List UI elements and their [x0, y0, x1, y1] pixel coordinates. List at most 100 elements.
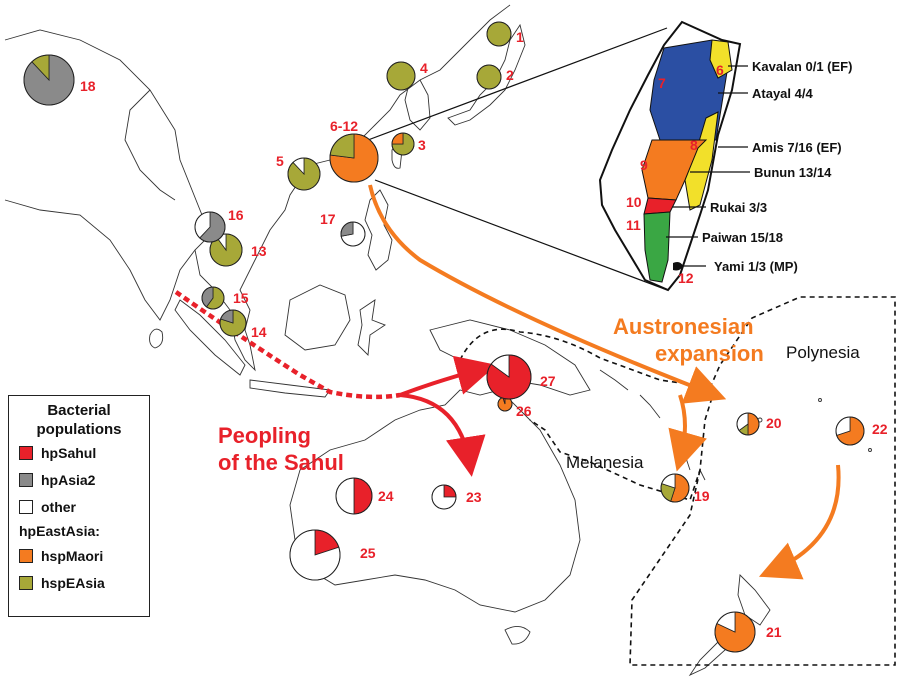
austro-arrow-main	[368, 184, 727, 404]
sahul-routes	[174, 290, 497, 477]
coastal-route-dotted	[174, 290, 401, 400]
pie-outline-5	[287, 157, 321, 191]
tw-num-10: 10	[626, 194, 642, 210]
pie-site-5	[287, 157, 321, 191]
site-label-26: 26	[516, 403, 532, 419]
tw-label-atayal: Atayal 4/4	[752, 86, 813, 101]
site-labels: 1 2 3 4 5 6-12 13 14 15 16 17 18 19 20 2…	[80, 29, 888, 640]
pie-site-14	[219, 309, 247, 337]
pie-outline-3	[391, 132, 415, 156]
pie-slice-24-hpSahul	[353, 477, 373, 515]
pie-outline-15	[201, 286, 225, 310]
tw-label-bunun: Bunun 13/14	[754, 165, 832, 180]
pie-outline-16	[194, 211, 226, 243]
pie-slice-20-hspMaori	[747, 412, 760, 436]
polynesia-label: Polynesia	[786, 343, 860, 362]
pie-site-23	[431, 484, 457, 510]
austro-title-line2: expansion	[655, 341, 764, 366]
tw-label-yami: Yami 1/3 (MP)	[714, 259, 798, 274]
site-label-13: 13	[251, 243, 267, 259]
pie-outline-14	[219, 309, 247, 337]
pie-outline-17	[340, 221, 366, 247]
site-label-22: 22	[872, 421, 888, 437]
sahul-title-line1: Peopling	[218, 423, 311, 448]
sulawesi-coastline	[357, 299, 386, 356]
pie-outline-20	[736, 412, 760, 436]
australia-coastline	[289, 389, 581, 613]
melanesia-boundary	[459, 328, 717, 501]
tw-label-rukai: Rukai 3/3	[710, 200, 767, 215]
pie-outline-27	[486, 354, 532, 400]
pie-outline-13	[209, 233, 243, 267]
pie-site-24	[335, 477, 373, 515]
tw-label-kavalan: Kavalan 0/1 (EF)	[752, 59, 852, 74]
legend-label-hspmaori: hspMaori	[41, 547, 104, 564]
pie-site-22	[835, 416, 865, 446]
region-yami	[673, 262, 683, 271]
legend-swatch-other	[19, 499, 33, 514]
pie-outline-4	[386, 61, 416, 91]
site-label-1: 1	[516, 29, 524, 45]
pie-site-27	[486, 354, 532, 400]
legend-item-hspeasia: hspEAsia	[19, 569, 149, 596]
tw-label-amis: Amis 7/16 (EF)	[752, 140, 842, 155]
pie-outline-21	[714, 611, 756, 653]
site-label-6-12: 6-12	[330, 118, 358, 134]
legend-swatch-hspmaori	[19, 548, 33, 563]
site-label-14: 14	[251, 324, 267, 340]
tw-label-paiwan: Paiwan 15/18	[702, 230, 783, 245]
tw-num-6: 6	[716, 62, 724, 78]
pie-site-19	[660, 473, 690, 503]
india-coastline	[4, 199, 196, 321]
taiwan-inset: 6 7 8 9 10 11 12 Kavalan 0/1 (EF) Atayal…	[367, 20, 852, 292]
pie-outline-1	[486, 21, 512, 47]
pie-site-16	[194, 211, 226, 243]
austro-arrow-nz	[758, 464, 841, 580]
pie-outline-24	[335, 477, 373, 515]
legend-label-hpasia2: hpAsia2	[41, 471, 96, 488]
site-label-5: 5	[276, 153, 284, 169]
site-label-23: 23	[466, 489, 482, 505]
pie-site-6-12	[329, 133, 379, 183]
sahul-title-line2: of the Sahul	[218, 450, 344, 475]
legend-group-label: hpEastAsia:	[19, 523, 100, 539]
site-label-3: 3	[418, 137, 426, 153]
pie-site-2	[476, 64, 502, 90]
site-label-4: 4	[420, 60, 428, 76]
sahul-arrow-australia	[399, 393, 486, 477]
legend-swatch-hspeasia	[19, 575, 33, 590]
austro-arrow-melanesia	[668, 394, 707, 472]
philippines-coastline	[364, 189, 393, 271]
korea-coastline	[404, 79, 431, 131]
pie-outline-23	[431, 484, 457, 510]
tw-num-11: 11	[626, 217, 641, 233]
legend-item-other: other	[19, 493, 149, 520]
legend-title: Bacterial populations	[36, 402, 122, 438]
pie-outline-19	[660, 473, 690, 503]
pie-outline-18	[23, 54, 75, 106]
pie-site-21	[714, 611, 756, 653]
sahul-arrow-png	[399, 355, 497, 397]
site-label-18: 18	[80, 78, 96, 94]
legend-label-hpsahul: hpSahul	[41, 444, 97, 461]
new-zealand-coastline	[737, 574, 771, 626]
site-label-25: 25	[360, 545, 376, 561]
legend-label-hspeasia: hspEAsia	[41, 574, 105, 591]
pie-site-25	[289, 529, 341, 581]
site-label-21: 21	[766, 624, 782, 640]
tw-num-8: 8	[690, 137, 698, 153]
austronesian-routes	[368, 184, 841, 580]
legend-item-hspmaori: hspMaori	[19, 542, 149, 569]
asia-coastline	[4, 4, 511, 332]
pie-site-17	[340, 221, 366, 247]
pie-site-15	[201, 286, 225, 310]
site-label-19: 19	[694, 488, 710, 504]
legend: Bacterial populations hpSahul hpAsia2 ot…	[8, 395, 150, 617]
site-label-16: 16	[228, 207, 244, 223]
site-label-20: 20	[766, 415, 782, 431]
site-label-24: 24	[378, 488, 394, 504]
sumatra-coastline	[174, 299, 246, 376]
region-kavalan	[709, 39, 733, 79]
